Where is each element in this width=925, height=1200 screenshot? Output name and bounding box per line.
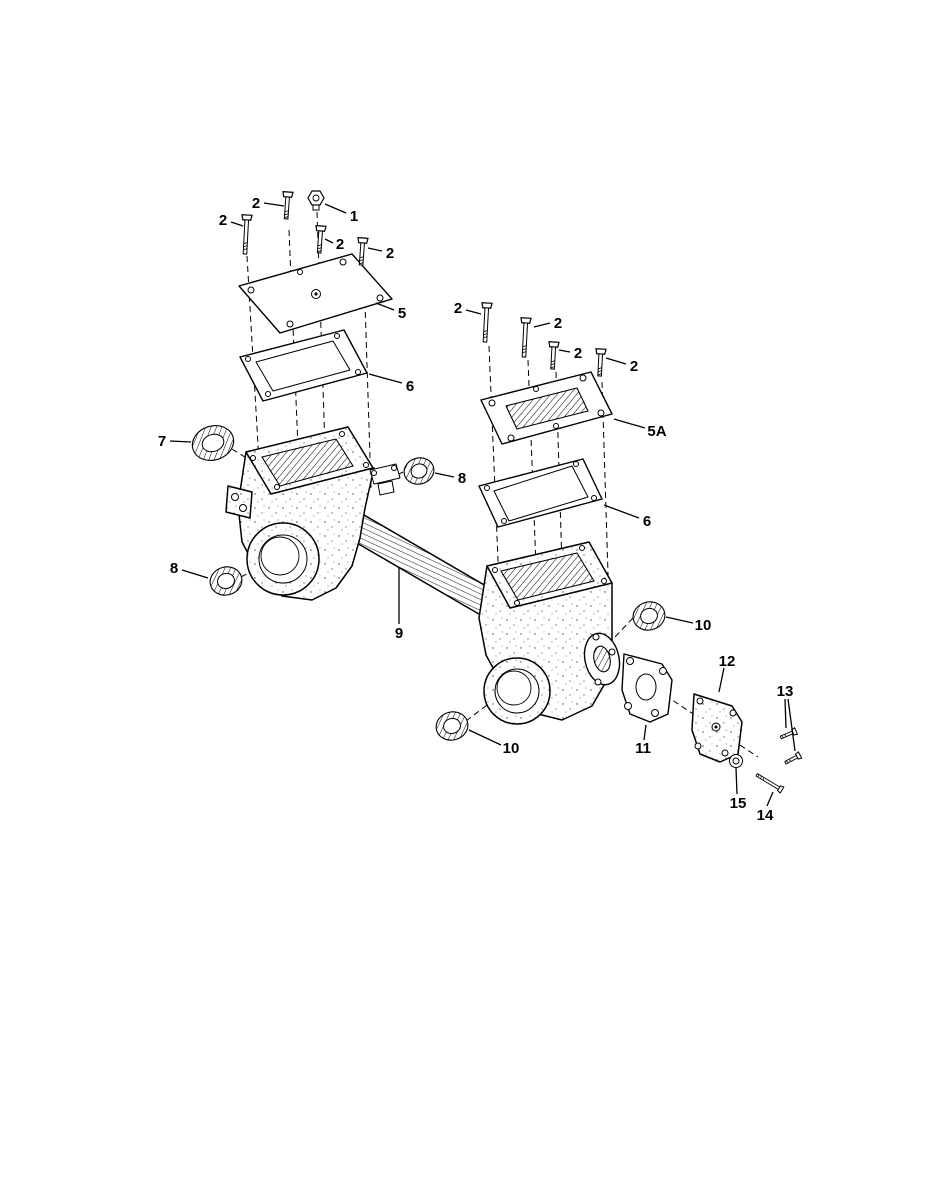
screw-13-a bbox=[778, 727, 798, 742]
callout-label-2: 2 bbox=[336, 236, 344, 253]
callout-label-2: 2 bbox=[554, 315, 562, 332]
callout-label-1: 1 bbox=[350, 208, 358, 225]
callout-label-10: 10 bbox=[503, 740, 520, 757]
callout-leader-line bbox=[375, 302, 395, 311]
bushing-8-upper bbox=[403, 457, 435, 485]
nut-1 bbox=[307, 190, 325, 211]
bushing-10-upper bbox=[632, 601, 666, 631]
callout-leader-line bbox=[605, 357, 627, 365]
callout-label-8: 8 bbox=[458, 470, 466, 487]
cover-plate-5 bbox=[238, 253, 393, 334]
callout-leader-line bbox=[558, 349, 571, 353]
callout-leader-line bbox=[468, 729, 502, 746]
callout-label-7: 7 bbox=[158, 433, 166, 450]
gasket-6-left bbox=[239, 329, 368, 402]
right-housing bbox=[478, 541, 621, 725]
callout-label-8: 8 bbox=[170, 560, 178, 577]
gasket-6-right bbox=[478, 458, 603, 528]
callout-leader-line bbox=[367, 247, 383, 252]
callout-label-2: 2 bbox=[630, 358, 638, 375]
bolt-2-r4 bbox=[593, 348, 607, 377]
callout-label-11: 11 bbox=[635, 740, 651, 757]
callout-leader-line bbox=[434, 472, 455, 478]
bolt-2-r3 bbox=[546, 341, 560, 370]
callout-leader-line bbox=[718, 667, 725, 693]
bushing-10-lower bbox=[435, 711, 469, 741]
callout-label-5A: 5A bbox=[647, 423, 666, 440]
callout-label-2: 2 bbox=[386, 245, 394, 262]
washer-15 bbox=[729, 754, 743, 768]
callout-leader-line bbox=[613, 418, 646, 429]
cover-plate-12 bbox=[691, 693, 743, 763]
callout-leader-line bbox=[787, 698, 796, 752]
callout-leader-line bbox=[665, 616, 694, 624]
callout-leader-line bbox=[735, 767, 738, 795]
callout-leader-line bbox=[263, 202, 285, 207]
callout-leader-line bbox=[465, 309, 482, 315]
bolt-2-l2 bbox=[239, 214, 253, 255]
fasteners-top bbox=[239, 190, 607, 377]
callout-label-2: 2 bbox=[252, 195, 260, 212]
bolt-2-l3 bbox=[313, 225, 327, 254]
callout-leader-line bbox=[181, 569, 209, 579]
callout-label-9: 9 bbox=[395, 625, 403, 642]
left-housing bbox=[225, 426, 401, 601]
callout-leader-line bbox=[230, 221, 244, 227]
callout-label-6: 6 bbox=[643, 513, 651, 530]
callout-label-2: 2 bbox=[574, 345, 582, 362]
callout-leader-line bbox=[643, 724, 647, 741]
gasket-11 bbox=[621, 653, 673, 723]
bolt-2-r1 bbox=[479, 302, 493, 343]
cover-plate-5a bbox=[480, 371, 613, 445]
callout-label-15: 15 bbox=[730, 795, 747, 812]
callout-leader-line bbox=[533, 322, 551, 328]
callout-leader-line bbox=[784, 698, 787, 729]
callout-leader-line bbox=[368, 373, 403, 384]
callout-label-6: 6 bbox=[406, 378, 414, 395]
callout-leader-line bbox=[324, 238, 334, 244]
callout-label-2: 2 bbox=[454, 300, 462, 317]
callout-leader-line bbox=[603, 504, 640, 519]
screw-14 bbox=[754, 771, 785, 794]
oil-seal-7 bbox=[191, 425, 235, 461]
callout-label-10: 10 bbox=[695, 617, 712, 634]
callout-leader-line bbox=[324, 203, 347, 214]
callout-leader-line bbox=[169, 440, 192, 443]
screw-13-b bbox=[783, 751, 803, 767]
callout-label-14: 14 bbox=[757, 807, 774, 824]
bolt-2-r2 bbox=[518, 317, 532, 358]
callout-leader-line bbox=[766, 791, 774, 807]
callout-label-2: 2 bbox=[219, 212, 227, 229]
callout-label-12: 12 bbox=[719, 653, 736, 670]
callout-label-5: 5 bbox=[398, 305, 406, 322]
callout-label-13: 13 bbox=[777, 683, 794, 700]
bushing-8-lower bbox=[209, 566, 243, 596]
